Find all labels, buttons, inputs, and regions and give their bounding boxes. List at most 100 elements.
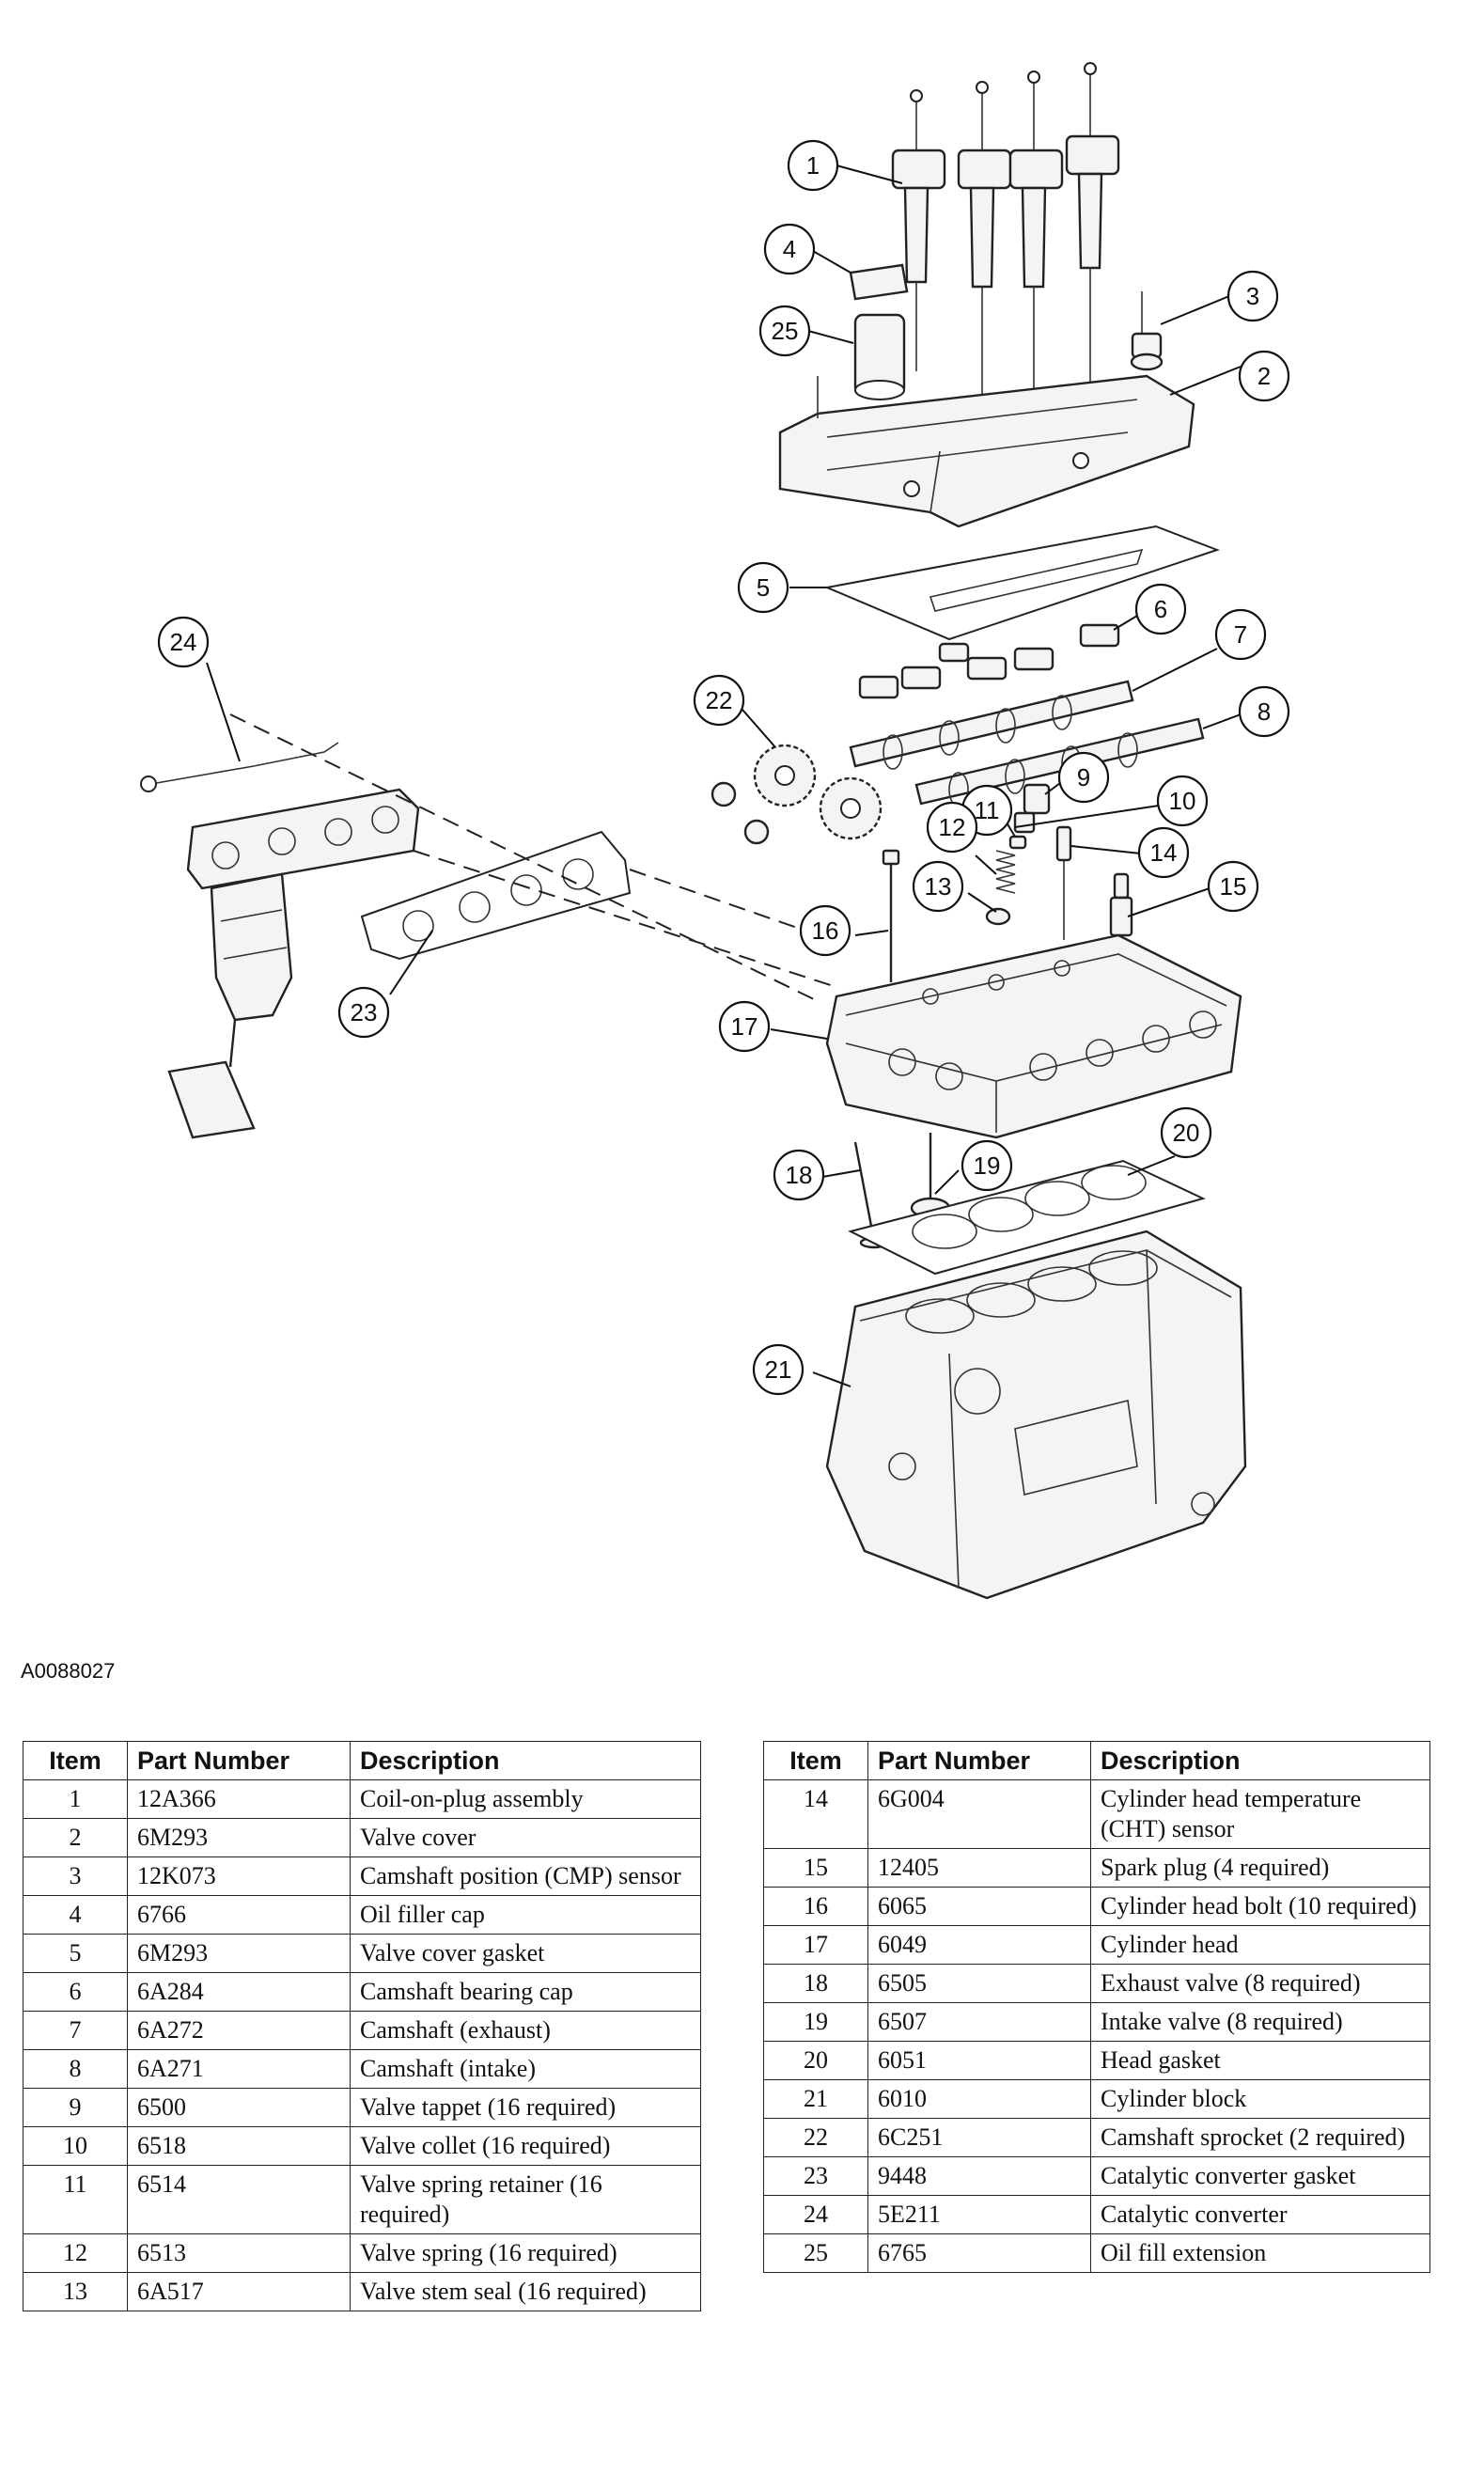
callout-25: 25: [758, 305, 811, 357]
cell-description: Valve collet (16 required): [350, 2126, 701, 2166]
camshaft-sprockets: [711, 744, 883, 845]
callout-14: 14: [1137, 826, 1190, 879]
catalytic-converter: [140, 742, 420, 1139]
cell-description: Valve cover: [350, 1818, 701, 1857]
svg-text:7: 7: [1234, 620, 1247, 649]
cell-part-number: 12K073: [127, 1856, 351, 1896]
svg-text:16: 16: [812, 916, 839, 945]
cell-item: 16: [763, 1887, 868, 1926]
cell-description: Exhaust valve (8 required): [1090, 1964, 1430, 2003]
cell-item: 19: [763, 2002, 868, 2042]
callout-4: 4: [763, 223, 816, 275]
svg-text:22: 22: [706, 686, 733, 714]
cell-description: Head gasket: [1090, 2041, 1430, 2080]
svg-text:18: 18: [786, 1161, 813, 1189]
svg-text:21: 21: [765, 1355, 792, 1384]
callout-20: 20: [1160, 1106, 1212, 1159]
callout-10: 10: [1156, 775, 1209, 827]
cell-part-number: 6010: [867, 2079, 1091, 2119]
cell-part-number: 6507: [867, 2002, 1091, 2042]
cell-part-number: 6A517: [127, 2272, 351, 2311]
header-description: Description: [350, 1741, 701, 1780]
svg-text:8: 8: [1257, 697, 1271, 726]
svg-text:24: 24: [170, 628, 197, 656]
cell-description: Camshaft (intake): [350, 2049, 701, 2089]
callout-22: 22: [693, 674, 745, 727]
cell-item: 10: [23, 2126, 128, 2166]
cylinder-head: [825, 933, 1242, 1139]
figure-id: A0088027: [21, 1659, 116, 1683]
callout-3: 3: [1226, 270, 1279, 322]
cell-part-number: 6A272: [127, 2011, 351, 2050]
svg-text:14: 14: [1150, 838, 1178, 867]
callout-7: 7: [1214, 608, 1267, 661]
cell-description: Oil fill extension: [1090, 2233, 1430, 2273]
callout-1: 1: [787, 139, 839, 192]
svg-text:12: 12: [939, 813, 966, 841]
svg-text:11: 11: [975, 796, 1000, 824]
cell-item: 17: [763, 1925, 868, 1965]
cell-item: 14: [763, 1779, 868, 1849]
callout-24: 24: [157, 616, 210, 668]
callout-16: 16: [799, 904, 851, 957]
cell-description: Valve stem seal (16 required): [350, 2272, 701, 2311]
cell-item: 1: [23, 1779, 128, 1819]
cell-description: Valve tappet (16 required): [350, 2088, 701, 2127]
cell-part-number: 6513: [127, 2233, 351, 2273]
callout-15: 15: [1207, 860, 1259, 913]
svg-text:4: 4: [783, 235, 796, 263]
cell-description: Cylinder head bolt (10 required): [1090, 1887, 1430, 1926]
cell-description: Valve spring retainer (16 required): [350, 2165, 701, 2234]
table-header-row: Item Part Number Description: [763, 1741, 1430, 1780]
cell-item: 15: [763, 1848, 868, 1888]
camshaft-position-sensor: [1130, 291, 1164, 371]
svg-text:6: 6: [1154, 595, 1167, 623]
cell-part-number: 9448: [867, 2156, 1091, 2196]
cylinder-head-bolt: [882, 849, 900, 982]
cell-part-number: 6766: [127, 1895, 351, 1935]
valvetrain-parts: [985, 783, 1072, 940]
cell-item: 7: [23, 2011, 128, 2050]
cell-description: Spark plug (4 required): [1090, 1848, 1430, 1888]
cell-item: 13: [23, 2272, 128, 2311]
callout-18: 18: [773, 1149, 825, 1201]
cell-item: 23: [763, 2156, 868, 2196]
callout-5: 5: [737, 561, 789, 614]
header-item: Item: [763, 1741, 868, 1780]
coil-on-plug-assemblies: [891, 62, 1120, 418]
cell-part-number: 6A271: [127, 2049, 351, 2089]
callout-19: 19: [961, 1139, 1013, 1192]
cell-part-number: 6500: [127, 2088, 351, 2127]
callout-12: 12: [926, 801, 978, 854]
cell-description: Oil filler cap: [350, 1895, 701, 1935]
cell-part-number: 6765: [867, 2233, 1091, 2273]
callout-6: 6: [1134, 583, 1187, 635]
callout-23: 23: [337, 986, 390, 1039]
cell-description: Catalytic converter: [1090, 2195, 1430, 2234]
cell-description: Valve spring (16 required): [350, 2233, 701, 2273]
cell-item: 9: [23, 2088, 128, 2127]
cell-part-number: 6049: [867, 1925, 1091, 1965]
cell-part-number: 12A366: [127, 1779, 351, 1819]
cell-description: Cylinder block: [1090, 2079, 1430, 2119]
cell-part-number: 5E211: [867, 2195, 1091, 2234]
callout-21: 21: [752, 1343, 804, 1396]
cell-description: Camshaft position (CMP) sensor: [350, 1856, 701, 1896]
cell-item: 3: [23, 1856, 128, 1896]
